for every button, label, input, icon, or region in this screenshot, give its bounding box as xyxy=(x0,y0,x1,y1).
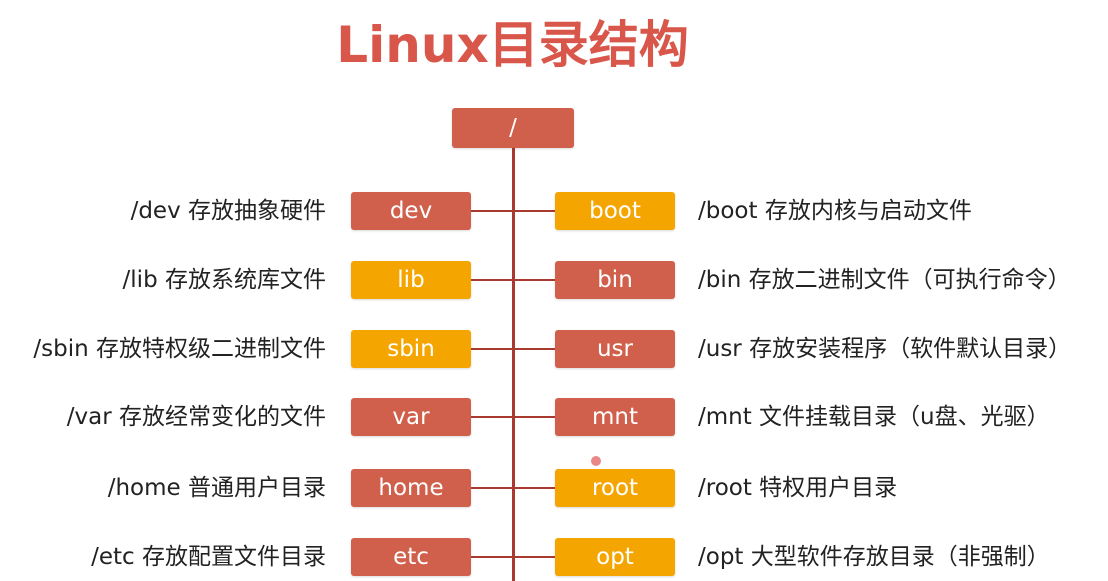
branch-line-usr xyxy=(514,348,555,350)
branch-line-lib xyxy=(471,279,513,281)
branch-line-etc xyxy=(471,556,513,558)
desc-dev: /dev 存放抽象硬件 xyxy=(130,198,326,224)
node-lib: lib xyxy=(351,261,471,299)
node-var: var xyxy=(351,398,471,436)
branch-line-home xyxy=(471,487,513,489)
tree-trunk-line xyxy=(512,148,515,581)
node-etc: etc xyxy=(351,538,471,576)
node-root-dir: / xyxy=(452,108,574,148)
node-bin: bin xyxy=(555,261,675,299)
desc-bin: /bin 存放二进制文件（可执行命令） xyxy=(698,267,1071,293)
desc-mnt: /mnt 文件挂载目录（u盘、光驱） xyxy=(698,404,1050,430)
node-dev: dev xyxy=(351,192,471,230)
desc-usr: /usr 存放安装程序（软件默认目录） xyxy=(698,336,1072,362)
node-root: root xyxy=(555,469,675,507)
desc-var: /var 存放经常变化的文件 xyxy=(66,404,326,430)
desc-opt: /opt 大型软件存放目录（非强制） xyxy=(698,544,1050,570)
desc-boot: /boot 存放内核与启动文件 xyxy=(698,198,972,224)
branch-line-boot xyxy=(514,210,555,212)
desc-lib: /lib 存放系统库文件 xyxy=(122,267,326,293)
branch-line-mnt xyxy=(514,416,555,418)
node-sbin: sbin xyxy=(351,330,471,368)
desc-root: /root 特权用户目录 xyxy=(698,475,898,501)
desc-sbin: /sbin 存放特权级二进制文件 xyxy=(33,336,326,362)
node-mnt: mnt xyxy=(555,398,675,436)
page-title: Linux目录结构 xyxy=(336,16,689,74)
node-home: home xyxy=(351,469,471,507)
branch-line-sbin xyxy=(471,348,513,350)
desc-etc: /etc 存放配置文件目录 xyxy=(91,544,326,570)
node-boot: boot xyxy=(555,192,675,230)
branch-line-dev xyxy=(471,210,513,212)
desc-home: /home 普通用户目录 xyxy=(107,475,326,501)
node-usr: usr xyxy=(555,330,675,368)
branch-line-var xyxy=(471,416,513,418)
branch-line-bin xyxy=(514,279,555,281)
branch-line-root xyxy=(514,487,555,489)
branch-line-opt xyxy=(514,556,555,558)
cursor-dot xyxy=(591,456,601,466)
node-opt: opt xyxy=(555,538,675,576)
